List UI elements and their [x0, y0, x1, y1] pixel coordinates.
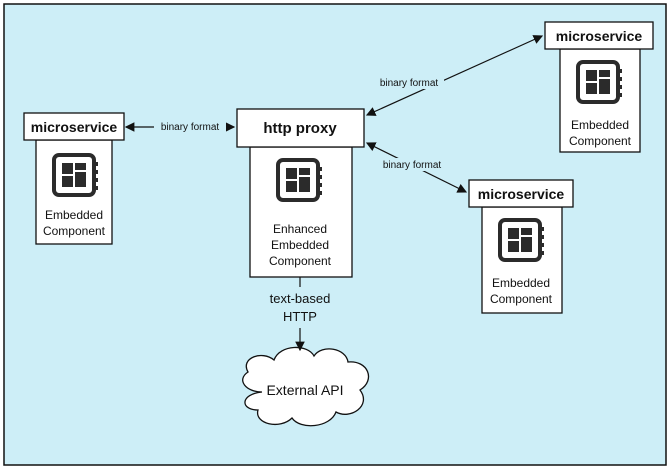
edge-left-to-proxy-label: binary format [161, 122, 220, 133]
top-right-microservice-node: microservice Embedded Component [544, 21, 654, 153]
http-proxy-node: http proxy Enhanced Embedded Component [236, 108, 365, 278]
external-api-node: External API [242, 346, 370, 427]
edge-left-to-proxy-label-bg [154, 119, 226, 133]
left-microservice-node: microservice Embedded Component [23, 112, 125, 245]
mid-right-microservice-body-line1: Embedded [492, 276, 550, 290]
left-microservice-body-line2: Component [43, 224, 106, 238]
left-microservice-header [23, 112, 125, 141]
external-api-label: External API [266, 382, 343, 398]
top-right-microservice-body-line2: Component [569, 134, 632, 148]
edge-proxy-to-top-right-label-bg [374, 76, 444, 89]
left-microservice-title: microservice [31, 119, 118, 135]
top-right-microservice-component-icon [576, 60, 624, 104]
http-proxy-body-line3: Component [269, 254, 332, 268]
left-microservice-body-line1: Embedded [45, 208, 103, 222]
top-right-microservice-body-line1: Embedded [571, 118, 629, 132]
mid-right-microservice-body-line2: Component [490, 292, 553, 306]
mid-right-microservice-node: microservice Embedded Component [468, 179, 574, 314]
mid-right-microservice-title: microservice [478, 186, 565, 202]
edge-proxy-to-top-right: binary format [365, 35, 544, 116]
http-proxy-body-line2: Embedded [271, 238, 329, 252]
top-right-microservice-header [544, 21, 654, 50]
edge-proxy-to-mid-right-label-bg [377, 158, 447, 171]
top-right-microservice-title: microservice [556, 28, 643, 44]
edge-left-to-proxy: binary format [124, 119, 236, 133]
left-microservice-component-icon [52, 153, 100, 197]
edge-proxy-to-mid-right: binary format [365, 142, 468, 193]
mid-right-microservice-component-icon [498, 218, 546, 262]
http-proxy-header [236, 108, 365, 148]
http-proxy-component-icon [276, 158, 324, 202]
http-proxy-body-line1: Enhanced [273, 222, 327, 236]
mid-right-microservice-header [468, 179, 574, 208]
cloud-icon [242, 346, 370, 427]
edge-proxy-to-top-right-label: binary format [380, 78, 439, 89]
edge-proxy-to-external-label-line1: text-based [270, 291, 331, 306]
edge-proxy-to-external-label-line2: HTTP [283, 309, 317, 324]
edge-proxy-to-external: text-based HTTP [270, 277, 331, 352]
http-proxy-title: http proxy [263, 120, 337, 137]
edge-proxy-to-top-right-line [365, 35, 544, 116]
edge-proxy-to-mid-right-label: binary format [383, 160, 442, 171]
